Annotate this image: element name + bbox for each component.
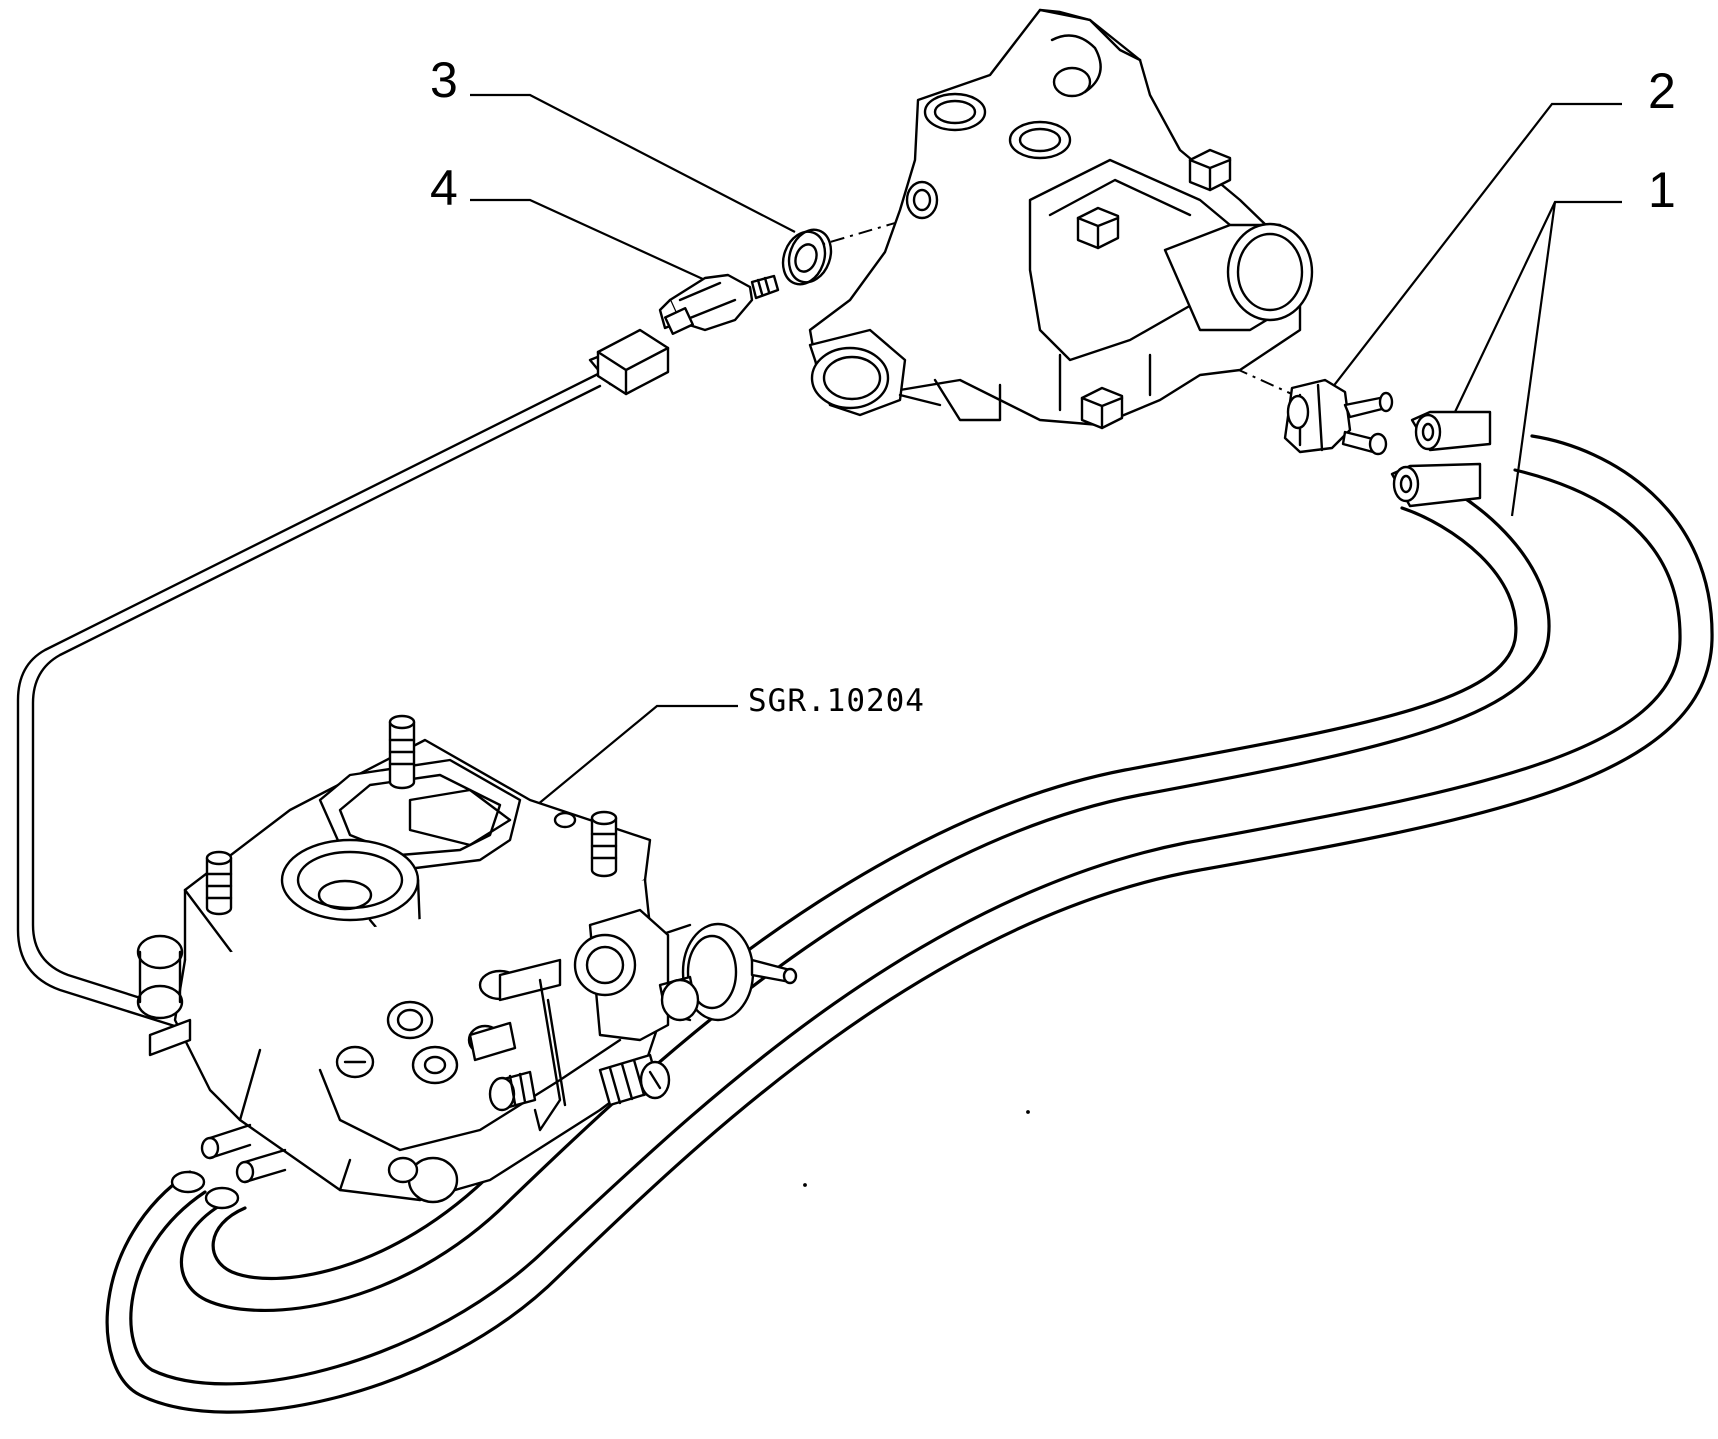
callout-3-label: 3	[430, 52, 458, 108]
housing-lug-hole	[1052, 66, 1092, 98]
sealing-washer	[781, 228, 833, 286]
callout-1-leader-b	[1510, 201, 1557, 517]
sensor-wire	[16, 328, 670, 1102]
hose-end-upper-opening	[1414, 413, 1442, 451]
hose-outer-a	[105, 434, 1714, 1414]
hose-end-carb-b	[204, 1186, 240, 1210]
carb-stud-1	[388, 714, 416, 790]
carb-stud-3	[205, 850, 233, 916]
sensor-port	[905, 180, 939, 220]
thermostat-housing	[808, 8, 1314, 430]
carb-nipple-b	[235, 1160, 255, 1184]
housing-bolt-2	[1076, 206, 1120, 250]
reference-code-label: SGR.10204	[748, 683, 925, 719]
callout-4-leader	[470, 198, 706, 282]
temperature-sensor	[658, 273, 780, 336]
callout-4-label: 4	[430, 160, 458, 216]
hose-inner-a	[179, 473, 1551, 1313]
reference-code-leader	[536, 704, 738, 806]
thermo-switch-thread	[1286, 394, 1310, 430]
callout-2-label: 2	[1648, 63, 1676, 119]
housing-bore-right	[1008, 120, 1072, 160]
hose-inner-b	[211, 506, 1518, 1281]
thermo-switch	[1283, 378, 1394, 456]
reference-code: SGR.10204	[536, 683, 925, 806]
callout-1-label: 1	[1648, 162, 1676, 218]
carb-idle-screw	[598, 1053, 671, 1107]
callout-1-leader-a	[1454, 200, 1622, 413]
coolant-hoses	[105, 410, 1714, 1414]
carb-vacuum-unit	[648, 922, 798, 1022]
hose-end-carb-a	[170, 1170, 206, 1194]
callout-4: 4	[430, 160, 706, 282]
hose-end-lower-opening	[1392, 465, 1420, 503]
carb-stud-2	[590, 810, 618, 878]
housing-bolt-1	[1188, 148, 1232, 192]
carb-mixture-screw	[488, 1070, 537, 1112]
hose-outer-b	[129, 468, 1682, 1386]
wire-connector	[596, 328, 670, 396]
center-line-right	[1207, 355, 1306, 401]
callout-2: 2	[1331, 63, 1676, 389]
housing-bolt-3	[1080, 386, 1124, 430]
callout-3-leader	[470, 93, 796, 233]
callout-3: 3	[430, 52, 796, 233]
carburettor	[136, 714, 798, 1204]
callout-2-leader	[1331, 102, 1622, 389]
callout-1: 1	[1454, 162, 1676, 517]
center-line-left	[802, 217, 913, 251]
housing-bore-left	[923, 92, 987, 132]
housing-outlet-right	[1226, 222, 1314, 322]
